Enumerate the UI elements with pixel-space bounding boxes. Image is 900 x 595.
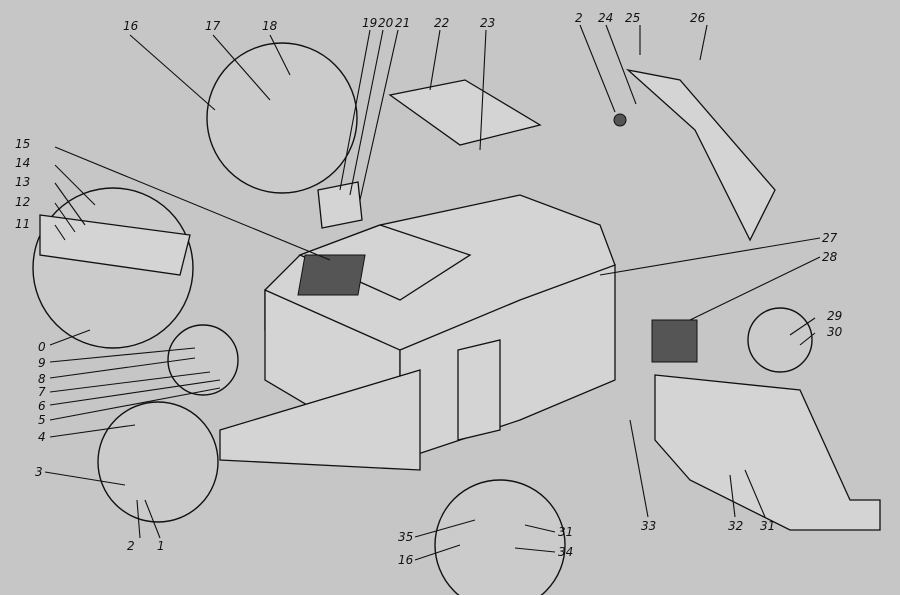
callout-21: 21: [395, 16, 410, 30]
callout-27: 27: [822, 231, 838, 245]
callout-16: 16: [123, 19, 139, 33]
grille-part: [651, 319, 698, 363]
callout-26: 26: [690, 11, 706, 25]
detail-circle-corner: [434, 479, 566, 595]
callout-2-bottom: 2: [127, 539, 135, 553]
callout-6: 6: [38, 399, 46, 413]
callout-32: 32: [728, 519, 743, 533]
callout-1: 1: [157, 539, 165, 553]
callout-5: 5: [38, 413, 46, 427]
detail-circle-hinge: [167, 324, 239, 396]
callout-12: 12: [15, 195, 30, 209]
callout-22: 22: [434, 16, 449, 30]
callout-3: 3: [35, 465, 43, 479]
callout-15: 15: [15, 137, 30, 151]
callout-24: 24: [598, 11, 613, 25]
callout-9: 9: [38, 356, 46, 370]
callout-17: 17: [205, 19, 221, 33]
side-panel-part: [654, 374, 881, 531]
leader-lines: [44, 24, 821, 561]
callout-8: 8: [38, 372, 46, 386]
callout-35: 35: [398, 530, 413, 544]
callout-0: 0: [38, 340, 46, 354]
hatch-part: [317, 181, 363, 229]
callout-30: 30: [827, 325, 843, 339]
callout-33: 33: [641, 519, 656, 533]
callout-11: 11: [15, 217, 30, 231]
callout-19: 19: [362, 16, 377, 30]
detail-circle-latch: [97, 401, 219, 523]
callout-31-right: 31: [760, 519, 775, 533]
callout-16-bottom: 16: [398, 553, 414, 567]
callout-31-bottom: 31: [558, 525, 573, 539]
callout-4: 4: [38, 430, 46, 444]
callout-2-top: 2: [575, 11, 583, 25]
callout-28: 28: [822, 250, 838, 264]
callout-25: 25: [625, 11, 640, 25]
callout-labels: 16 17 18 19 20 21 22 23 2 24 25 26 15 14…: [15, 11, 843, 567]
callout-20: 20: [378, 16, 394, 30]
detail-circle-clip: [747, 307, 813, 373]
callout-23: 23: [480, 16, 495, 30]
callout-7: 7: [38, 385, 46, 399]
roof-panel-part: [388, 79, 542, 146]
nut-part: [613, 113, 627, 127]
seal-strip-part: [625, 68, 776, 242]
floor-board-part: [39, 214, 191, 276]
detail-circle-bolt: [206, 42, 358, 194]
callout-14: 14: [15, 156, 30, 170]
callout-34: 34: [558, 545, 573, 559]
callout-29: 29: [827, 309, 842, 323]
callout-18: 18: [262, 19, 278, 33]
callout-13: 13: [15, 175, 30, 189]
cab-body: [219, 194, 616, 471]
